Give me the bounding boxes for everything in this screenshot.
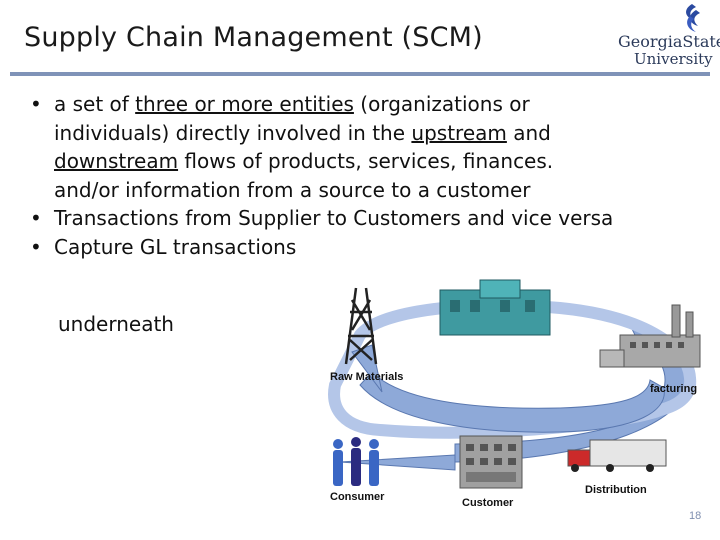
- bullet-3-text: Capture GL transactions: [54, 234, 297, 259]
- bullet-1-line-4: and/or information from a source to a cu…: [54, 177, 531, 202]
- oil-derrick-icon: [344, 287, 378, 365]
- label-distribution: Distribution: [585, 484, 647, 496]
- plant-icon: [439, 279, 551, 336]
- bullet-dot-icon: •: [30, 92, 42, 116]
- cycle-arrow-front: [359, 371, 665, 433]
- gsu-logo: GeorgiaState University: [612, 2, 720, 68]
- bullet-2-text: Transactions from Supplier to Customers …: [54, 206, 614, 230]
- label-consumer: Consumer: [330, 491, 385, 503]
- logo-line-1: GeorgiaState: [618, 32, 720, 51]
- label-raw-materials: Raw Materials: [330, 371, 403, 383]
- underlined-term: three or more entities: [135, 92, 354, 116]
- cycle-arrowhead-lower: [339, 454, 456, 471]
- label-manufacturing: facturing: [650, 383, 697, 395]
- text-run: a set of: [54, 92, 136, 116]
- bullet-1-line-1: a set of three or more entities (organiz…: [54, 90, 714, 119]
- bullet-dot-icon: •: [30, 234, 42, 259]
- title-rule: [10, 72, 710, 76]
- sub-text: underneath: [58, 312, 174, 336]
- truck-icon: [567, 439, 667, 472]
- underlined-term: downstream: [54, 149, 179, 173]
- text-run: individuals) directly involved in the: [54, 120, 412, 145]
- bullet-item-2: • Transactions from Supplier to Customer…: [24, 204, 714, 233]
- label-customer: Customer: [462, 497, 514, 509]
- bullet-1-line-2: individuals) directly involved in the up…: [54, 119, 714, 148]
- bullet-1-line-3: downstream flows of products, services, …: [54, 147, 714, 176]
- text-run: and: [506, 120, 551, 145]
- bullet-list: • a set of three or more entities (organ…: [24, 90, 714, 261]
- bullet-item-1: • a set of three or more entities (organ…: [24, 90, 714, 204]
- flame-icon: [686, 4, 700, 32]
- bullet-item-3: • Capture GL transactions: [24, 233, 714, 262]
- text-run: flows of products, services, finances.: [178, 149, 554, 173]
- factory-icon: [599, 304, 701, 368]
- people-icon: [333, 437, 379, 486]
- page-number: 18: [689, 510, 702, 522]
- text-run: (organizations or: [353, 92, 530, 116]
- bullet-dot-icon: •: [30, 206, 42, 230]
- logo-line-2: University: [634, 50, 713, 68]
- underlined-term: upstream: [411, 120, 507, 145]
- slide-title: Supply Chain Management (SCM): [24, 22, 483, 53]
- store-building-icon: [459, 435, 523, 489]
